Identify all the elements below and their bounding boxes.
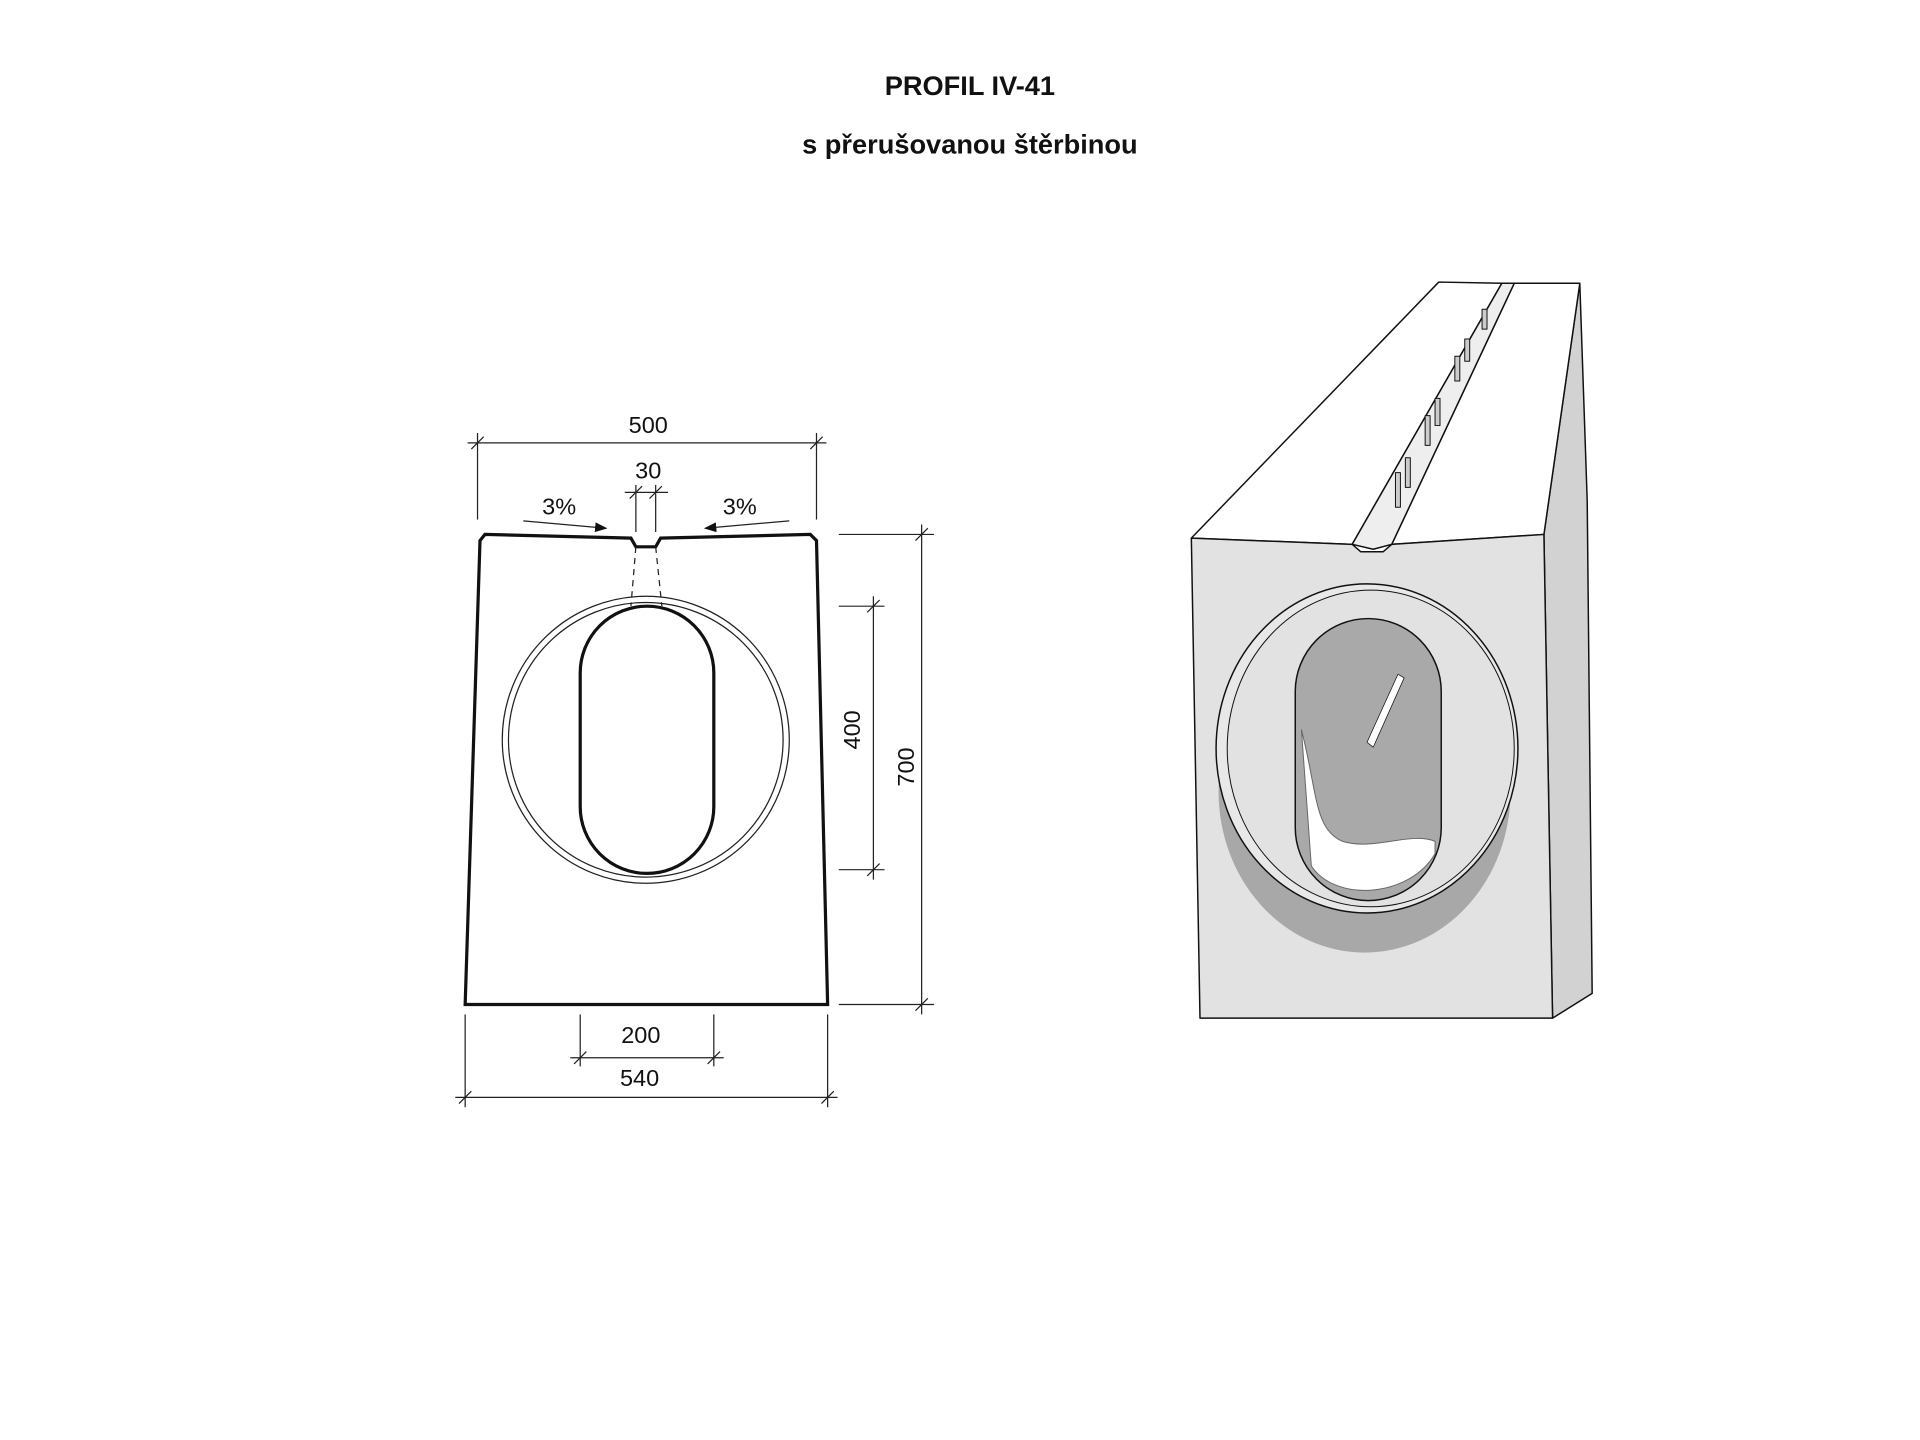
isometric-view [1190, 281, 1593, 1019]
oval-opening-3d [1294, 617, 1442, 902]
drawing-title: PROFIL IV-41 [885, 70, 1055, 101]
dim-slope-left: 3% [542, 494, 576, 520]
inner-ring [507, 601, 784, 878]
dim-total-height: 700 [893, 747, 919, 786]
dim-opening-width: 200 [621, 1022, 660, 1048]
outer-ring [501, 595, 790, 884]
oval-opening [578, 604, 716, 876]
drawing-subtitle: s přerušovanou štěrbinou [802, 128, 1138, 159]
dimensions [455, 432, 935, 1108]
dim-slope-right: 3% [723, 494, 757, 520]
dim-slot-width: 30 [635, 458, 661, 484]
cross-section [463, 532, 830, 1007]
slot [1351, 282, 1515, 551]
dim-opening-height: 400 [839, 710, 865, 749]
dim-top-width: 500 [629, 412, 668, 438]
dim-bottom-width: 540 [620, 1065, 659, 1091]
